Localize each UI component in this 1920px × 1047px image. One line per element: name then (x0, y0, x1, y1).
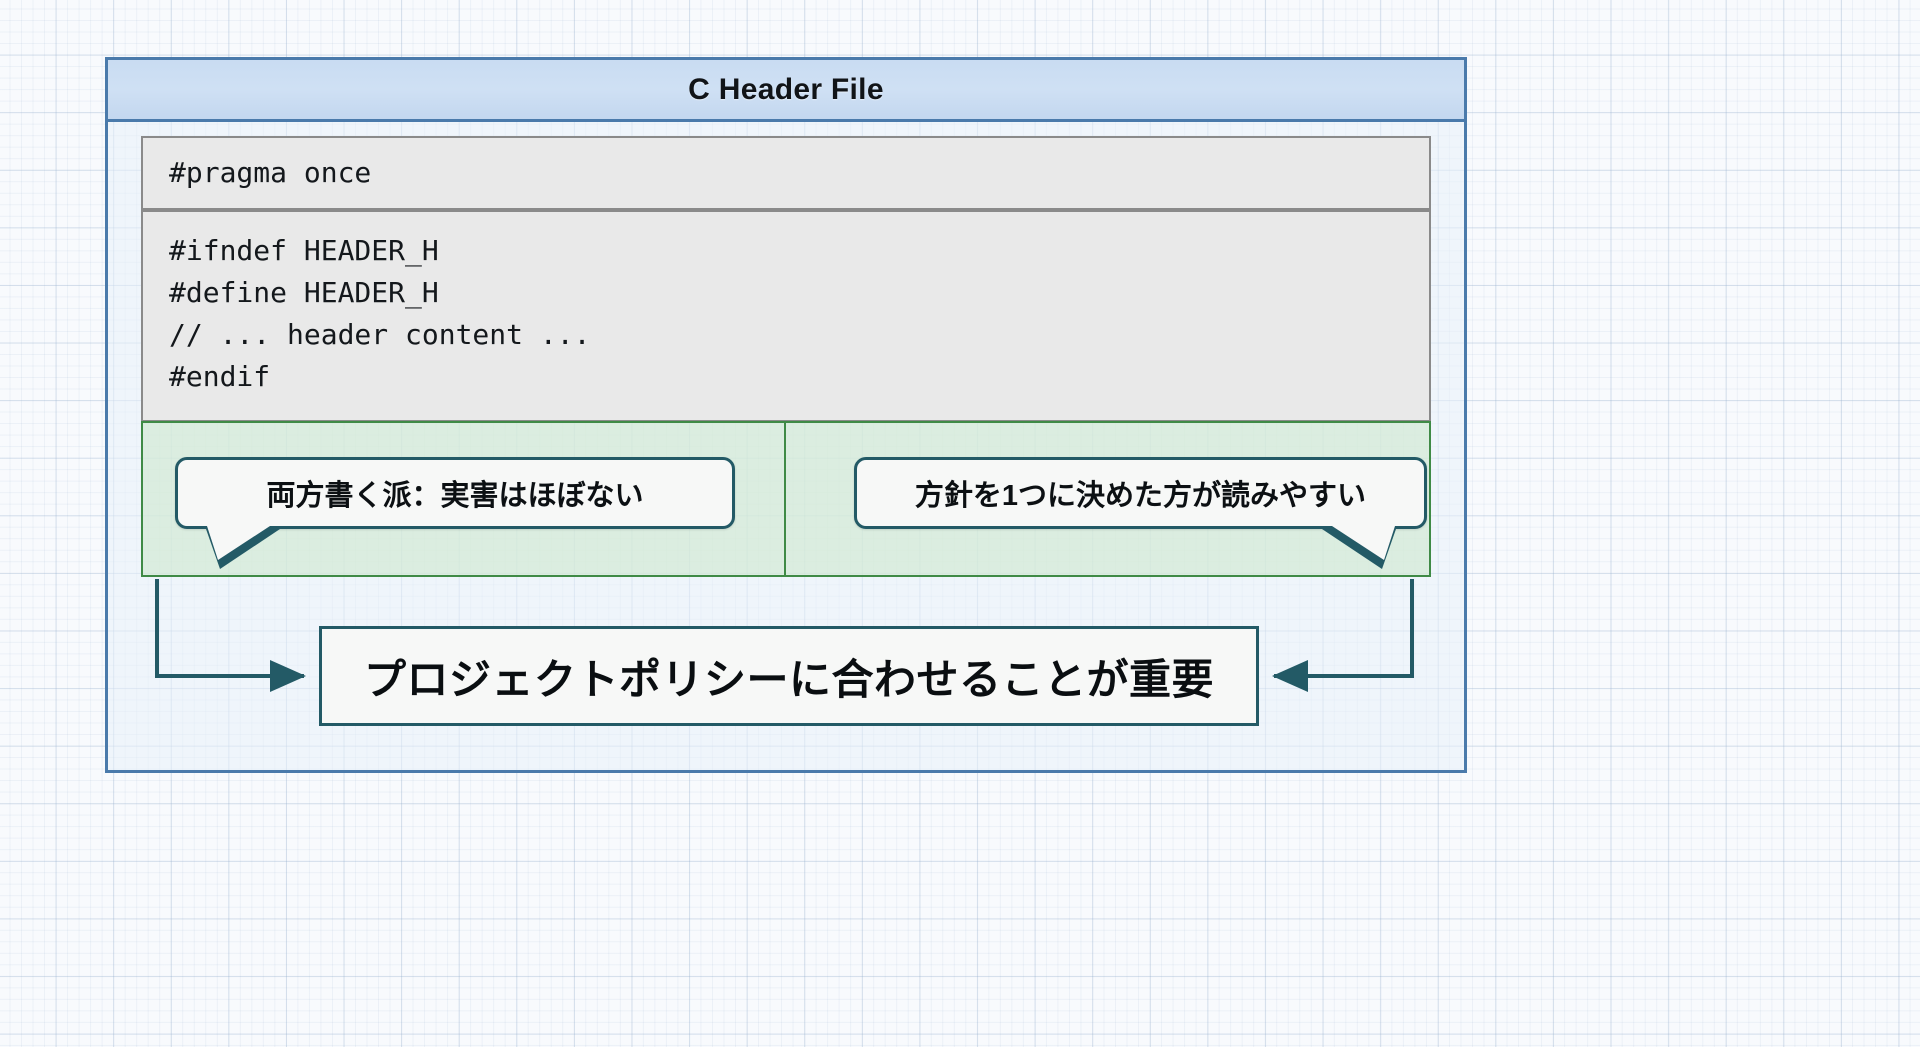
speech-bubble-left-text: 両方書く派：実害はほぼない (266, 480, 644, 512)
speech-bubble-right-tail-fill (1332, 526, 1395, 560)
speech-bubble-left: 両方書く派：実害はほぼない (175, 457, 735, 569)
container-title-bar: C Header File (108, 60, 1464, 122)
conclusion-box: プロジェクトポリシーに合わせることが重要 (319, 626, 1259, 726)
comparison-half-right: 方針を1つに決めた方が読みやすい (786, 423, 1429, 575)
conclusion-text: プロジェクトポリシーに合わせることが重要 (363, 655, 1214, 703)
comparison-region: 両方書く派：実害はほぼない 方針を1つに決めた方が読みやすい (141, 421, 1431, 577)
comparison-half-left: 両方書く派：実害はほぼない (143, 423, 786, 575)
connector-left-to-conclusion (155, 579, 306, 692)
code-block-include-guard: #ifndef HEADER_H #define HEADER_H // ...… (141, 210, 1431, 422)
code-block-pragma-once: #pragma once (141, 136, 1431, 210)
page-title: C Header File (688, 72, 884, 106)
speech-bubble-right-text: 方針を1つに決めた方が読みやすい (914, 480, 1367, 512)
speech-bubble-right: 方針を1つに決めた方が読みやすい (854, 457, 1427, 569)
c-header-file-container: C Header File #pragma once #ifndef HEADE… (105, 57, 1467, 773)
connector-right-to-conclusion (1272, 579, 1414, 692)
speech-bubble-left-tail-fill (207, 526, 270, 560)
